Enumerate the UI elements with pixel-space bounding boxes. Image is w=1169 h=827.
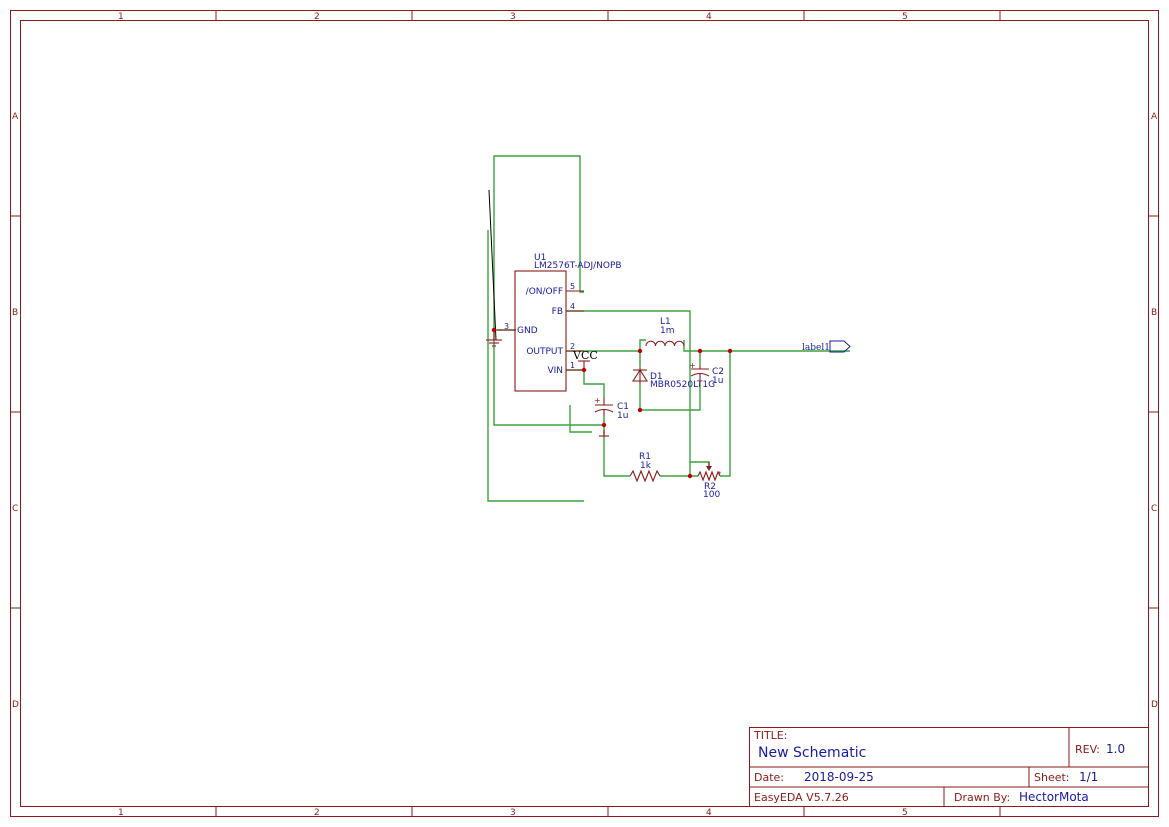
vcc-label: VCC bbox=[572, 349, 598, 362]
stray-line bbox=[488, 189, 497, 341]
software-version: EasyEDA V5.7.26 bbox=[754, 791, 849, 804]
sheet-label: Sheet: bbox=[1034, 771, 1070, 784]
svg-text:*: * bbox=[718, 470, 722, 478]
row-label-left: C bbox=[12, 504, 18, 514]
u1-pin-num-4: 4 bbox=[570, 302, 575, 311]
l1-ref: L1 bbox=[660, 317, 671, 327]
u1-pin-name-gnd: GND bbox=[517, 326, 538, 336]
title-value: New Schematic bbox=[758, 745, 866, 761]
wire-r2-wiper[interactable] bbox=[690, 461, 710, 468]
c2-capacitor[interactable]: + C2 1u bbox=[689, 361, 724, 386]
r1-value: 1k bbox=[640, 461, 652, 471]
u1-ref: U1 bbox=[534, 253, 546, 263]
title-label: TITLE: bbox=[753, 729, 787, 742]
wire-c1-bottom[interactable] bbox=[603, 416, 630, 477]
row-label-right: C bbox=[1151, 504, 1157, 514]
r2-potentiometer[interactable]: * R2 100 bbox=[697, 462, 722, 500]
u1-pin-num-5: 5 bbox=[570, 282, 575, 291]
net-label-flag[interactable]: label1 bbox=[802, 340, 851, 353]
title-block: TITLE: New Schematic REV: 1.0 Date: 2018… bbox=[749, 727, 1149, 807]
col-label-top: 2 bbox=[314, 12, 320, 22]
col-label-bottom: 4 bbox=[706, 808, 712, 818]
u1-regulator[interactable]: U1 LM2576T-ADJ/NOPB /ON/OFF 5 FB 4 GND 3… bbox=[497, 253, 622, 392]
u1-pin-num-2: 2 bbox=[570, 342, 575, 351]
col-label-bottom: 2 bbox=[314, 808, 320, 818]
col-label-top: 3 bbox=[510, 12, 516, 22]
row-label-left: A bbox=[12, 112, 19, 122]
wire-vin[interactable] bbox=[566, 369, 605, 398]
row-label-right: A bbox=[1151, 112, 1158, 122]
sheet-value: 1/1 bbox=[1079, 770, 1098, 784]
r2-ref: R2 bbox=[704, 482, 716, 492]
u1-pin-name-fb: FB bbox=[552, 307, 563, 317]
c2-ref: C2 bbox=[712, 367, 724, 377]
wire-gnd-stub[interactable] bbox=[569, 405, 592, 433]
wire-onoff-loop[interactable] bbox=[493, 155, 604, 426]
wire-left-return[interactable] bbox=[487, 230, 584, 502]
junctions bbox=[491, 327, 733, 479]
d1-ref: D1 bbox=[650, 372, 663, 382]
wire-r2-right[interactable] bbox=[720, 351, 731, 477]
u1-value: LM2576T-ADJ/NOPB bbox=[534, 261, 622, 271]
d1-value: MBR0520LT1G bbox=[650, 380, 715, 390]
net-label-text: label1 bbox=[802, 343, 830, 353]
col-label-top: 5 bbox=[902, 12, 908, 22]
u1-pin-name-onoff: /ON/OFF bbox=[526, 287, 563, 297]
row-label-left: D bbox=[12, 700, 19, 710]
r1-ref: R1 bbox=[639, 452, 651, 462]
l1-inductor[interactable]: L1 1m bbox=[645, 317, 685, 347]
rev-label: REV: bbox=[1075, 743, 1100, 756]
col-label-bottom: 5 bbox=[902, 808, 908, 818]
c1-ref: C1 bbox=[617, 402, 629, 412]
col-label-bottom: 1 bbox=[118, 808, 124, 818]
drawn-by-value: HectorMota bbox=[1019, 790, 1089, 804]
c1-capacitor[interactable]: + C1 1u bbox=[594, 396, 629, 421]
col-label-bottom: 3 bbox=[510, 808, 516, 818]
vcc-power-flag[interactable]: VCC bbox=[572, 349, 598, 370]
wire-l1-left[interactable] bbox=[639, 339, 646, 351]
c1-value: 1u bbox=[617, 411, 628, 421]
c2-value: 1u bbox=[712, 376, 723, 386]
u1-pin-name-output: OUTPUT bbox=[526, 347, 563, 357]
col-label-top: 4 bbox=[706, 12, 712, 22]
r2-value: 100 bbox=[703, 490, 720, 500]
row-label-left: B bbox=[12, 308, 18, 318]
row-label-right: B bbox=[1151, 308, 1157, 318]
row-label-right: D bbox=[1151, 700, 1158, 710]
drawing-frame: 1 2 3 4 5 1 2 3 4 5 A B C D A B C D bbox=[10, 10, 1159, 818]
gnd-stub-symbol bbox=[599, 430, 609, 437]
svg-text:+: + bbox=[594, 396, 601, 405]
u1-pin-num-3: 3 bbox=[504, 322, 509, 331]
svg-text:+: + bbox=[689, 361, 696, 370]
wire-fb[interactable] bbox=[566, 310, 691, 476]
date-value: 2018-09-25 bbox=[804, 770, 874, 784]
col-label-top: 1 bbox=[118, 12, 124, 22]
d1-diode[interactable]: D1 MBR0520LT1G bbox=[631, 367, 715, 390]
r1-resistor[interactable]: R1 1k bbox=[629, 452, 661, 483]
wire-diode-bottom[interactable] bbox=[639, 384, 701, 411]
rev-value: 1.0 bbox=[1106, 742, 1125, 756]
u1-pin-num-1: 1 bbox=[570, 361, 575, 370]
date-label: Date: bbox=[754, 771, 784, 784]
u1-pin-name-vin: VIN bbox=[547, 366, 563, 376]
drawn-by-label: Drawn By: bbox=[954, 791, 1010, 804]
l1-value: 1m bbox=[660, 326, 675, 336]
